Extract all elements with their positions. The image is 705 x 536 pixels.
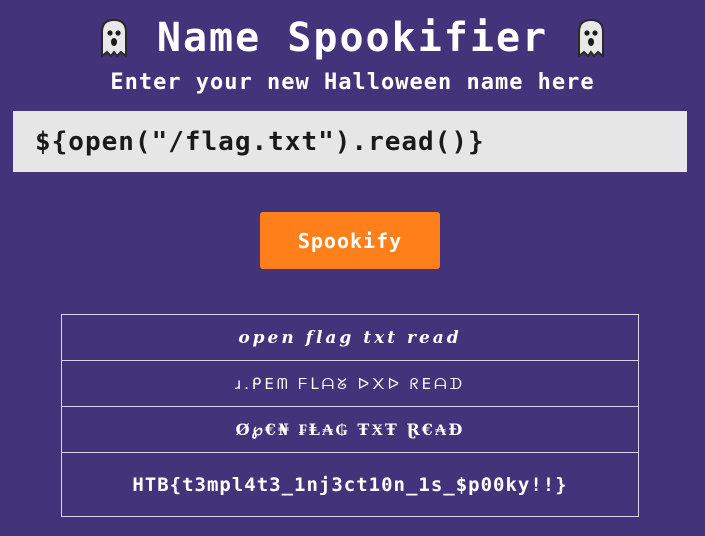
subtitle: Enter your new Halloween name here	[110, 70, 595, 95]
table-row: open flag txt read	[61, 314, 639, 361]
name-input[interactable]	[13, 111, 687, 172]
table-row: ɹ.ᑭEᗰ ᖴᒪᗩᘜ ᐅ᙭ᐅ ᖇEᗩᗪ	[61, 360, 639, 407]
page-title: Name Spookifier	[156, 15, 549, 61]
ghost-icon	[576, 18, 606, 59]
header: Name Spookifier	[0, 10, 705, 66]
result-cell: ɹ.ᑭEᗰ ᖴᒪᗩᘜ ᐅ᙭ᐅ ᖇEᗩᗪ	[61, 360, 639, 407]
spookify-button[interactable]: Spookify	[260, 212, 440, 269]
result-cell: Ø℘€₦ ₣Ⱡ₳₲ ŦӾŦ Ɽ€₳Đ	[61, 406, 639, 453]
table-row: Ø℘€₦ ₣Ⱡ₳₲ ŦӾŦ Ɽ€₳Đ	[61, 406, 639, 453]
result-cell: HTB{t3mpl4t3_1nj3ct10n_1s_$p00ky!!}	[61, 452, 639, 517]
result-cell: open flag txt read	[61, 314, 639, 361]
table-row: HTB{t3mpl4t3_1nj3ct10n_1s_$p00ky!!}	[61, 452, 639, 517]
ghost-icon	[99, 18, 129, 59]
results-table: open flag txt read ɹ.ᑭEᗰ ᖴᒪᗩᘜ ᐅ᙭ᐅ ᖇEᗩᗪ Ø…	[61, 314, 639, 517]
